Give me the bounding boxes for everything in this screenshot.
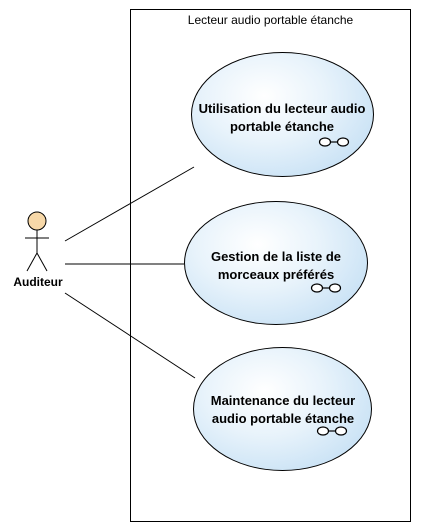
association-line-1 (64, 166, 195, 242)
use-case-1-line-1: Utilisation du lecteur audio (198, 101, 366, 116)
use-case-3-line-1: Maintenance du lecteur (210, 393, 356, 408)
use-case-2-line-1: Gestion de la liste de (210, 249, 342, 264)
use-case-1-label: Utilisation du lecteur audio portable ét… (192, 100, 372, 136)
realization-link-icon (316, 426, 348, 436)
actor-leg-left (26, 252, 38, 272)
use-case-3[interactable] (193, 347, 372, 471)
use-case-2[interactable] (184, 201, 368, 325)
realization-link-icon (318, 137, 350, 147)
use-case-3-label: Maintenance du lecteur audio portable ét… (193, 392, 373, 428)
use-case-1-line-2: portable étanche (229, 119, 335, 134)
actor-label: Auditeur (13, 275, 63, 289)
actor-head (27, 211, 47, 231)
use-case-2-label: Gestion de la liste de morceaux préférés (186, 248, 366, 284)
realization-link-icon (310, 283, 342, 293)
system-title: Lecteur audio portable étanche (187, 13, 354, 27)
system-boundary (130, 9, 411, 522)
actor-figure (25, 211, 49, 272)
use-case-1[interactable] (191, 52, 374, 177)
use-case-3-line-2: audio portable étanche (211, 411, 355, 426)
use-case-2-line-2: morceaux préférés (217, 267, 335, 282)
actor-leg-right (36, 252, 48, 272)
